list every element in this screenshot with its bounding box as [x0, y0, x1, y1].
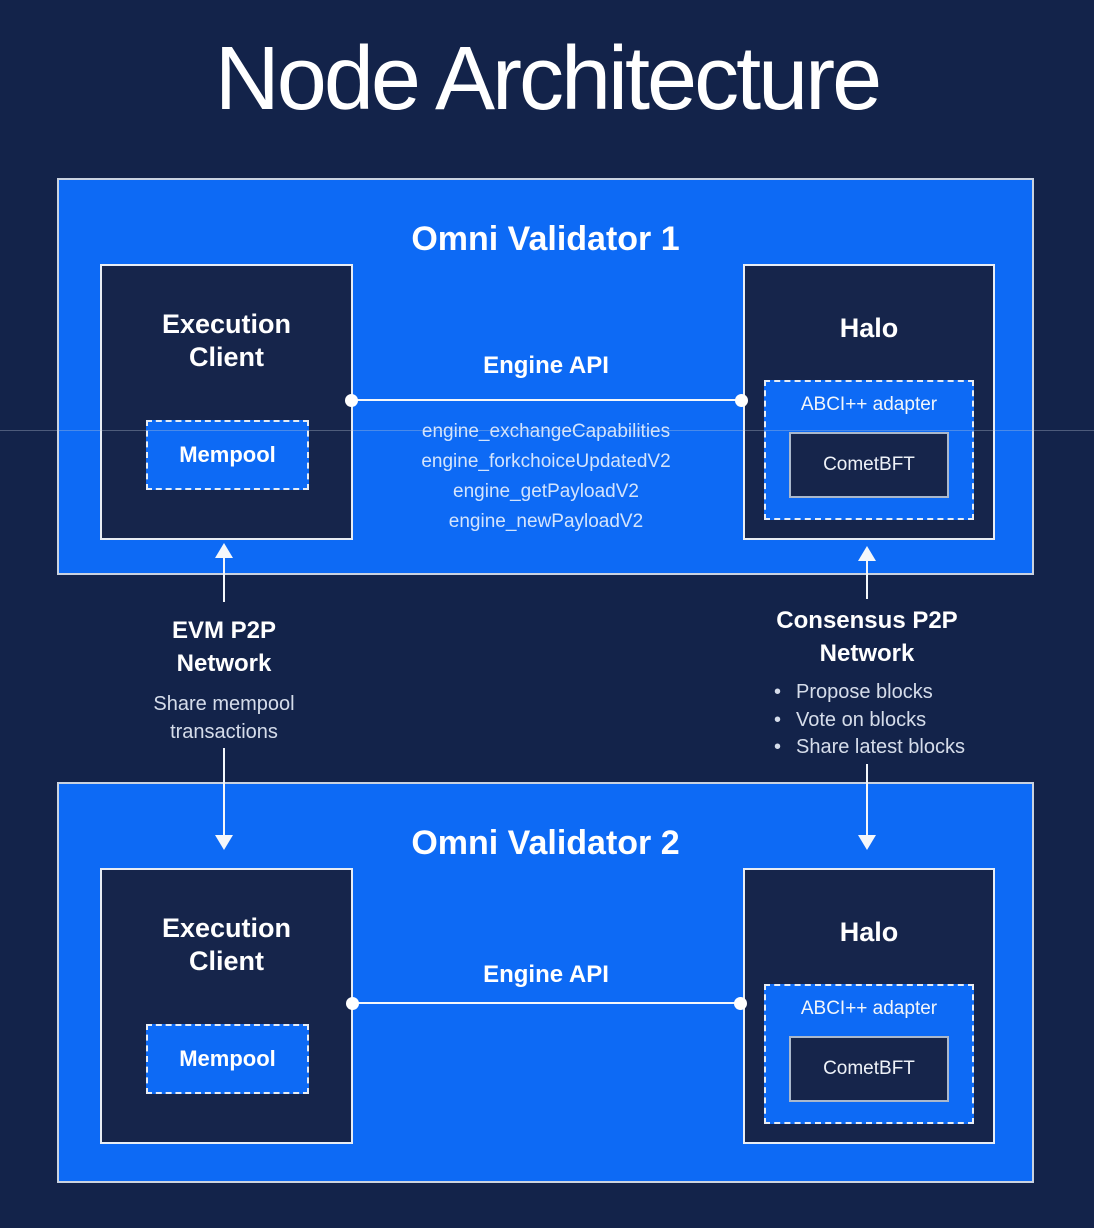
- connector-dot-icon: [735, 394, 748, 407]
- evm-p2p-network-title: EVM P2P Network: [171, 617, 277, 677]
- validator-2-cometbft-box: CometBFT: [789, 1036, 949, 1102]
- cometbft-label: CometBFT: [823, 454, 915, 475]
- validator-2-abci-adapter-box: ABCI++ adapter CometBFT: [764, 984, 974, 1124]
- cometbft-label: CometBFT: [823, 1058, 915, 1079]
- consensus-arrow-up-line: [866, 559, 868, 599]
- engine-api-method-list: engine_exchangeCapabilities engine_forkc…: [331, 417, 761, 537]
- evm-arrow-down-line: [223, 748, 225, 836]
- mempool-label: Mempool: [179, 442, 276, 467]
- validator-1-halo-box: Halo ABCI++ adapter CometBFT: [743, 264, 995, 540]
- engine-api-method: engine_newPayloadV2: [448, 511, 644, 532]
- bullet-item: Share latest blocks: [770, 734, 1010, 762]
- validator-1-title: Omni Validator 1: [411, 220, 680, 258]
- bullet-item: Propose blocks: [770, 679, 1010, 707]
- consensus-p2p-network-title: Consensus P2P Network: [776, 607, 958, 667]
- consensus-arrow-down-line: [866, 764, 868, 836]
- halo-title: Halo: [839, 313, 899, 343]
- execution-client-title: Execution Client: [161, 913, 292, 976]
- arrow-down-icon: [858, 835, 876, 850]
- arrow-down-icon: [215, 835, 233, 850]
- validator-1-engine-api-label: Engine API: [483, 352, 609, 379]
- bullet-item: Vote on blocks: [770, 707, 1010, 735]
- connector-dot-icon: [346, 997, 359, 1010]
- validator-1-engine-api-line: [351, 399, 741, 401]
- validator-2-engine-api-label: Engine API: [483, 961, 609, 988]
- abci-adapter-label: ABCI++ adapter: [800, 394, 938, 415]
- validator-2-execution-client-box: Execution Client Mempool: [100, 868, 353, 1144]
- mempool-label: Mempool: [179, 1046, 276, 1071]
- validator-2-engine-api-line: [352, 1002, 740, 1004]
- validator-1-abci-adapter-box: ABCI++ adapter CometBFT: [764, 380, 974, 520]
- evm-arrow-up-line: [223, 556, 225, 602]
- halo-title: Halo: [839, 917, 899, 947]
- page-title: Node Architecture: [214, 29, 882, 129]
- engine-api-method: engine_forkchoiceUpdatedV2: [421, 451, 671, 472]
- arrow-up-icon: [215, 543, 233, 558]
- arrow-up-icon: [858, 546, 876, 561]
- abci-adapter-label: ABCI++ adapter: [800, 998, 938, 1019]
- engine-api-method: engine_getPayloadV2: [453, 481, 639, 502]
- evm-p2p-network-subtitle: Share mempool transactions: [153, 693, 295, 743]
- validator-2-mempool-box: Mempool: [146, 1024, 309, 1094]
- validator-1-cometbft-box: CometBFT: [789, 432, 949, 498]
- engine-api-method: engine_exchangeCapabilities: [421, 421, 671, 442]
- validator-1-box: Omni Validator 1 Execution Client Mempoo…: [57, 178, 1034, 575]
- connector-dot-icon: [345, 394, 358, 407]
- execution-client-title: Execution Client: [161, 309, 292, 372]
- connector-dot-icon: [734, 997, 747, 1010]
- consensus-bullet-list: Propose blocks Vote on blocks Share late…: [770, 679, 1010, 762]
- validator-1-execution-client-box: Execution Client Mempool: [100, 264, 353, 540]
- validator-2-halo-box: Halo ABCI++ adapter CometBFT: [743, 868, 995, 1144]
- validator-2-title: Omni Validator 2: [411, 824, 680, 862]
- validator-1-mempool-box: Mempool: [146, 420, 309, 490]
